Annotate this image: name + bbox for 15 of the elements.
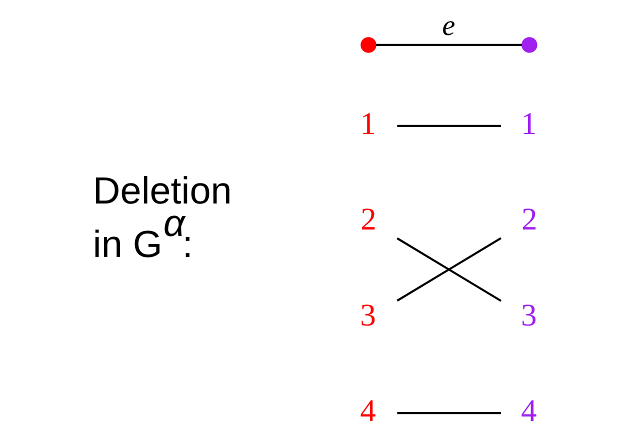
node-circle xyxy=(360,37,376,53)
connector xyxy=(396,124,500,127)
node-text: 1 xyxy=(360,106,376,141)
connector xyxy=(396,237,502,302)
node-text: 3 xyxy=(360,297,376,332)
edge-label: e xyxy=(442,10,455,42)
node-text: 4 xyxy=(520,392,536,428)
node-circle xyxy=(521,37,537,53)
connector xyxy=(396,412,500,414)
connector xyxy=(375,44,522,46)
node-text: 2 xyxy=(521,202,537,237)
node-text: 1 xyxy=(520,106,536,141)
node-text: 3 xyxy=(520,297,536,332)
node-text: 4 xyxy=(360,392,376,428)
node-text: 2 xyxy=(360,202,376,237)
